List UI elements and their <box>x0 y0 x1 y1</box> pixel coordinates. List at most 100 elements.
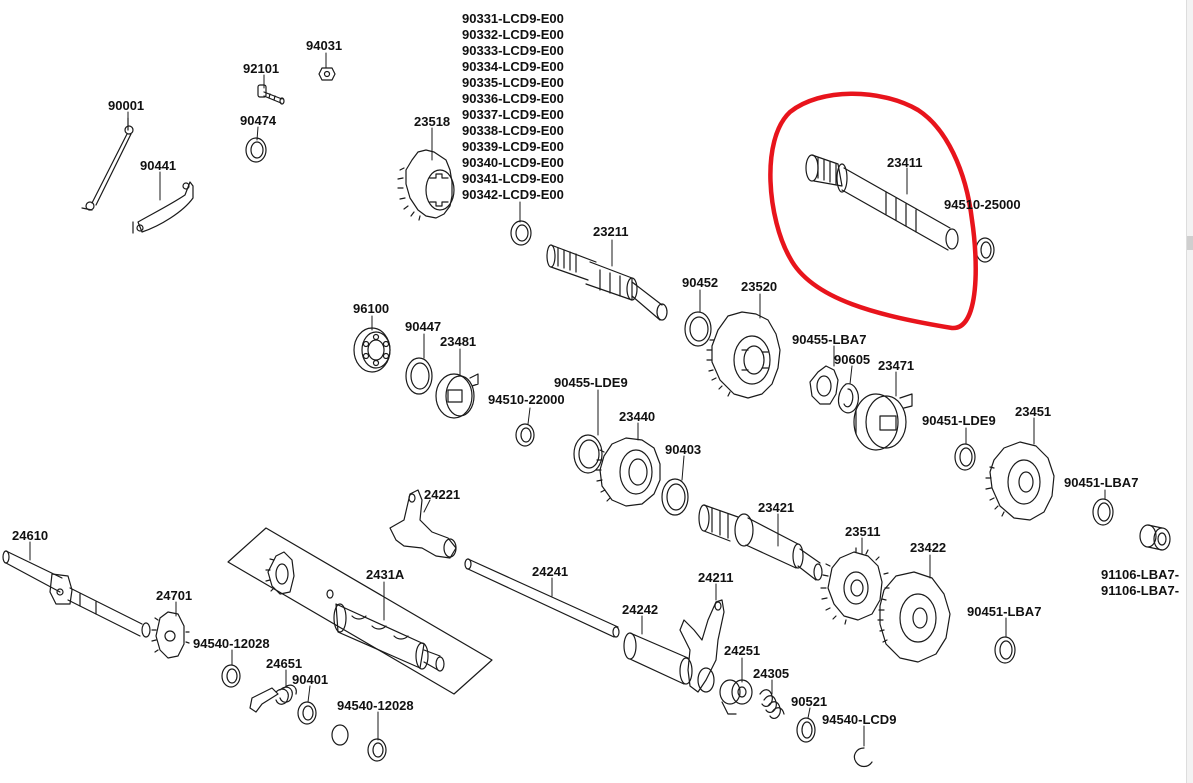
label-94510-25000: 94510-25000 <box>944 197 1021 212</box>
part-94510-25000-washer <box>975 237 995 263</box>
label-90342: 90342-LCD9-E00 <box>462 187 564 202</box>
label-90455-lde9: 90455-LDE9 <box>554 375 628 390</box>
part-90455-lde9-washer <box>573 434 603 474</box>
label-23520: 23520 <box>741 279 778 294</box>
part-90605-circlip <box>837 383 859 414</box>
part-96100-bearing <box>353 327 391 373</box>
vertical-scrollbar[interactable] <box>1186 0 1193 783</box>
part-90441-drawing <box>132 181 194 234</box>
part-90451-lde9-washer <box>954 443 976 471</box>
label-23211: 23211 <box>593 224 629 239</box>
label-24701: 24701 <box>156 588 193 603</box>
label-90339: 90339-LCD9-E00 <box>462 139 564 154</box>
label-24251: 24251 <box>724 643 761 658</box>
label-90341: 90341-LCD9-E00 <box>462 171 564 186</box>
label-23421: 23421 <box>758 500 795 515</box>
label-90336: 90336-LCD9-E00 <box>462 91 564 106</box>
part-94031-drawing <box>318 67 336 81</box>
label-90451-lba7-a: 90451-LBA7 <box>1064 475 1139 490</box>
label-24221: 24221 <box>424 487 461 502</box>
part-90401-washer <box>297 701 317 725</box>
part-24241-rod <box>464 558 620 638</box>
label-2431a: 2431A <box>366 567 405 582</box>
label-23411: 23411 <box>887 155 923 170</box>
scrollbar-thumb[interactable] <box>1187 236 1193 250</box>
part-90521-washer <box>796 717 816 743</box>
part-90403-washer <box>661 478 689 516</box>
label-23518: 23518 <box>414 114 451 129</box>
label-90403: 90403 <box>665 442 702 457</box>
part-24651-spring <box>249 684 297 713</box>
label-24242: 24242 <box>622 602 659 617</box>
label-24651: 24651 <box>266 656 303 671</box>
part-94540-12028-clip-b <box>331 724 387 762</box>
part-23440-gear <box>595 437 661 507</box>
part-24251-collar <box>719 679 753 715</box>
part-24610-shaft <box>2 550 151 638</box>
part-92101-drawing <box>257 84 285 105</box>
label-23422: 23422 <box>910 540 947 555</box>
label-24241: 24241 <box>532 564 569 579</box>
label-90331: 90331-LCD9-E00 <box>462 11 564 26</box>
label-90331-list: 90331-LCD9-E00 90332-LCD9-E00 90333-LCD9… <box>462 11 564 203</box>
highlight-circle <box>768 91 978 331</box>
label-90334: 90334-LCD9-E00 <box>462 59 564 74</box>
label-91106-a: 91106-LBA7- <box>1101 567 1180 582</box>
part-94540-lcd9-clip <box>853 747 873 768</box>
part-94540-12028-clip-a <box>221 664 241 688</box>
label-92101: 92101 <box>243 61 280 76</box>
label-94540-lcd9: 94540-LCD9 <box>822 712 897 727</box>
label-90335: 90335-LCD9-E00 <box>462 75 564 90</box>
part-90001-drawing <box>81 117 134 211</box>
label-94031: 94031 <box>306 38 343 53</box>
label-23471: 23471 <box>878 358 915 373</box>
part-23211-shaft <box>546 244 668 321</box>
label-23481: 23481 <box>440 334 477 349</box>
part-23422-gear <box>877 571 951 663</box>
part-90447-washer <box>405 357 433 395</box>
part-23481-drawing <box>435 373 479 419</box>
part-2431a-drum-assembly <box>227 527 493 695</box>
leader-lines <box>29 52 1106 747</box>
part-24211-fork <box>679 599 725 693</box>
label-90001: 90001 <box>108 98 145 113</box>
label-23440: 23440 <box>619 409 656 424</box>
part-23411-shaft <box>805 154 959 251</box>
label-90332: 90332-LCD9-E00 <box>462 27 564 42</box>
part-94510-22000-clip <box>515 423 535 447</box>
label-96100: 96100 <box>353 301 390 316</box>
label-90451-lde9: 90451-LDE9 <box>922 413 996 428</box>
part-23471-drawing <box>853 393 913 451</box>
label-90447: 90447 <box>405 319 442 334</box>
part-23421-shaft <box>698 504 823 581</box>
label-23511: 23511 <box>845 524 881 539</box>
label-90333: 90333-LCD9-E00 <box>462 43 564 58</box>
part-24221-fork <box>389 489 457 559</box>
part-90452-washer <box>684 311 712 347</box>
label-24610: 24610 <box>12 528 49 543</box>
part-23520-gear <box>706 311 781 399</box>
label-90521: 90521 <box>791 694 828 709</box>
part-90451-lba7-washer-b <box>994 636 1016 664</box>
part-24701-gear <box>151 611 190 659</box>
part-90451-lba7-washer-a <box>1092 498 1114 526</box>
part-23518-gear <box>397 149 455 221</box>
label-24211: 24211 <box>698 570 734 585</box>
label-94540-12028-a: 94540-12028 <box>193 636 270 651</box>
label-90455-lba7: 90455-LBA7 <box>792 332 867 347</box>
label-90337: 90337-LCD9-E00 <box>462 107 564 122</box>
label-90474: 90474 <box>240 113 277 128</box>
label-90451-lba7-b: 90451-LBA7 <box>967 604 1042 619</box>
label-90441: 90441 <box>140 158 177 173</box>
label-24305: 24305 <box>753 666 790 681</box>
part-90331-washer <box>510 220 532 246</box>
part-91106-bushing <box>1139 524 1171 551</box>
part-90474-washer <box>245 137 267 163</box>
label-91106-b: 91106-LBA7- <box>1101 583 1180 598</box>
label-90452: 90452 <box>682 275 719 290</box>
label-90605: 90605 <box>834 352 871 367</box>
label-94540-12028-b: 94540-12028 <box>337 698 414 713</box>
label-90340: 90340-LCD9-E00 <box>462 155 564 170</box>
label-94510-22000: 94510-22000 <box>488 392 565 407</box>
